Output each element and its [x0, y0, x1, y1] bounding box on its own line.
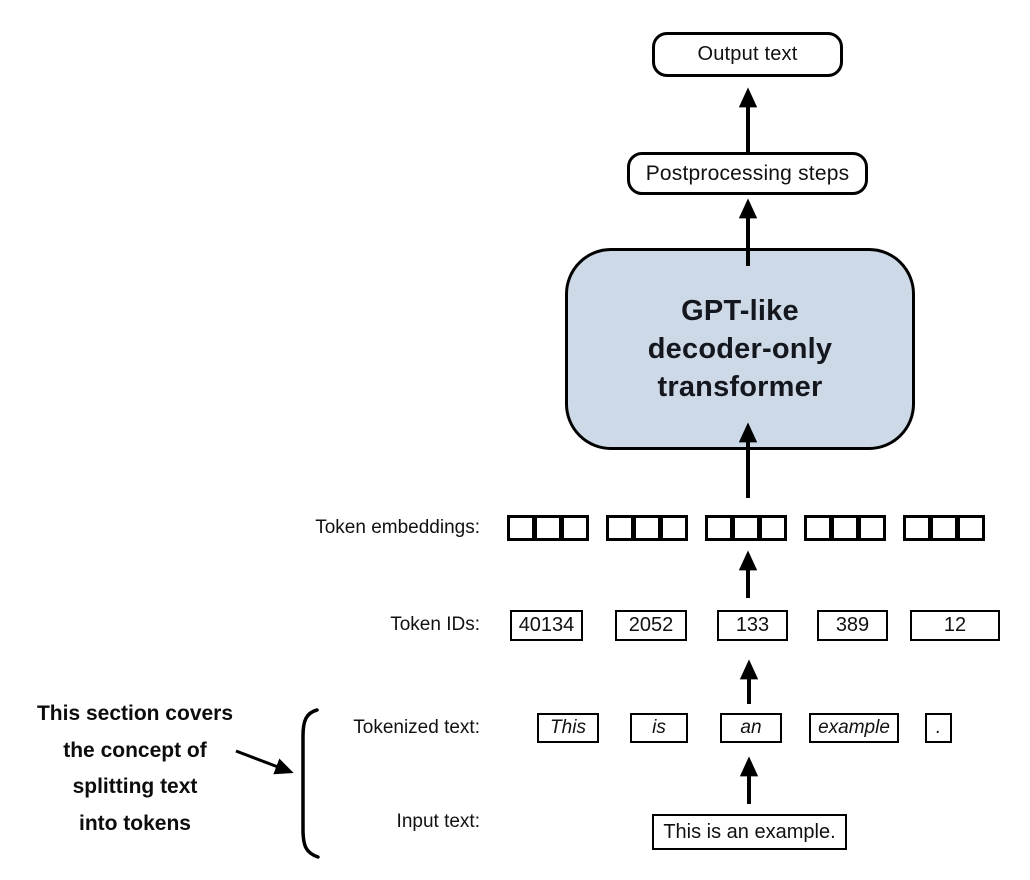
embedding-group: [705, 515, 787, 541]
output-text-label: Output text: [697, 43, 798, 65]
embedding-cell: [507, 515, 535, 541]
embedding-group: [507, 515, 589, 541]
transformer-box: GPT-like decoder-only transformer: [565, 248, 915, 450]
arrow-annotation-to-brace: [235, 749, 294, 775]
token-id-box: 12: [910, 610, 1000, 641]
postprocessing-steps-label: Postprocessing steps: [645, 161, 850, 185]
token-embeddings-row-label: Token embeddings:: [315, 517, 480, 538]
token-box: is: [630, 713, 688, 743]
token-id-box: 389: [817, 610, 888, 641]
output-text-box: Output text: [652, 32, 843, 77]
token-id-box: 40134: [510, 610, 583, 641]
embedding-cell: [759, 515, 787, 541]
embedding-cell: [633, 515, 661, 541]
embedding-cell: [930, 515, 958, 541]
embedding-cell: [660, 515, 688, 541]
transformer-label: GPT-like decoder-only transformer: [647, 295, 833, 403]
embedding-cell: [831, 515, 859, 541]
embedding-cell: [606, 515, 634, 541]
section-annotation: This section covers the concept of split…: [36, 702, 234, 835]
embedding-cell: [804, 515, 832, 541]
token-embeddings-row: [507, 515, 985, 541]
embedding-cell: [732, 515, 760, 541]
token-ids-row-label: Token IDs:: [390, 614, 480, 635]
embedding-group: [903, 515, 985, 541]
embedding-group: [606, 515, 688, 541]
input-text-row-label: Input text:: [396, 811, 480, 832]
embedding-cell: [561, 515, 589, 541]
postprocessing-steps-box: Postprocessing steps: [627, 152, 868, 195]
token-box: example: [809, 713, 899, 743]
token-box: This: [537, 713, 599, 743]
embedding-cell: [858, 515, 886, 541]
tokenized-text-row-label: Tokenized text:: [353, 717, 480, 738]
embedding-cell: [957, 515, 985, 541]
embedding-cell: [903, 515, 931, 541]
input-text-box: This is an example.: [652, 814, 847, 850]
token-id-box: 133: [717, 610, 788, 641]
embedding-group: [804, 515, 886, 541]
token-box: an: [720, 713, 782, 743]
token-id-box: 2052: [615, 610, 687, 641]
token-box: .: [925, 713, 952, 743]
embedding-cell: [705, 515, 733, 541]
embedding-cell: [534, 515, 562, 541]
